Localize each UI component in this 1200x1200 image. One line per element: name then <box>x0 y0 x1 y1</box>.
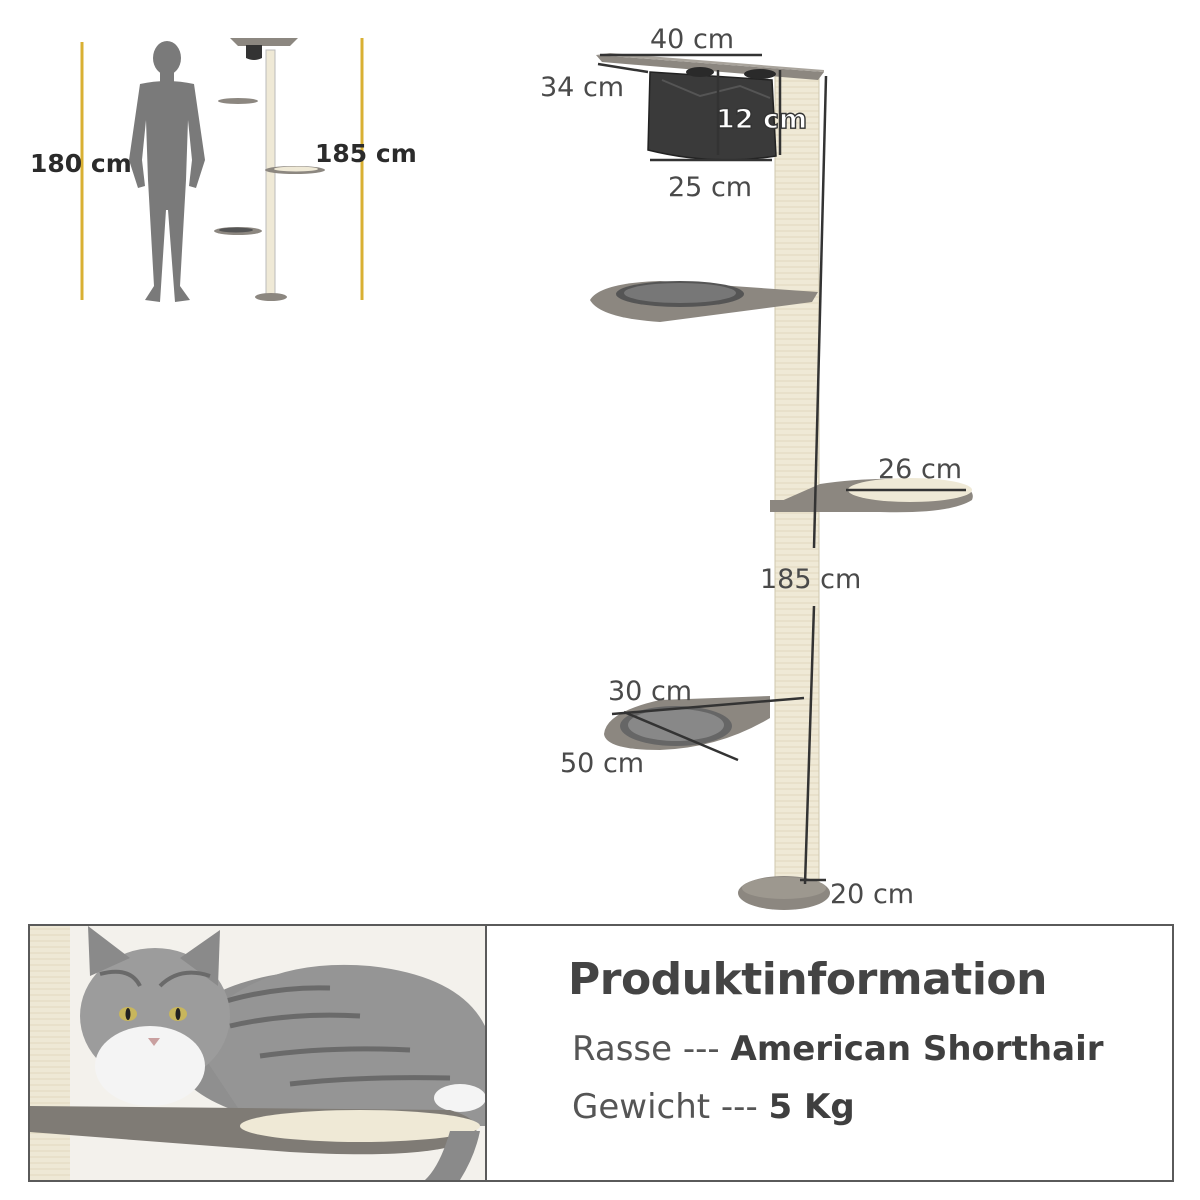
cat-photo <box>30 926 487 1180</box>
lower-left-platform <box>604 696 770 750</box>
cat-tree <box>590 53 973 910</box>
dimension-labels: 40 cm 34 cm 12 cm 25 cm 26 cm 185 cm 30 … <box>540 24 962 910</box>
info-text: Produktinformation Rasse --- American Sh… <box>568 954 1104 1145</box>
info-row-weight: Gewicht --- 5 Kg <box>572 1087 1104 1127</box>
upper-left-platform <box>590 281 818 322</box>
cat-tree-diagram: 180 cm 185 cm <box>30 24 973 910</box>
person-silhouette-icon <box>129 41 205 302</box>
base-diameter-label: 20 cm <box>830 879 914 910</box>
weight-value: 5 Kg <box>768 1087 855 1127</box>
tree-height-label: 185 cm <box>315 139 417 168</box>
bottom-platform-length-label: 50 cm <box>560 748 644 779</box>
platform-width-label: 26 cm <box>878 454 962 485</box>
bottom-platform-depth-label: 30 cm <box>608 676 692 707</box>
top-width-label: 40 cm <box>650 24 734 55</box>
cat-illustration <box>30 926 485 1180</box>
basket-width-label: 25 cm <box>668 172 752 203</box>
info-title: Produktinformation <box>568 954 1047 1005</box>
mini-cat-tree <box>214 38 325 301</box>
dimension-lines <box>597 53 966 885</box>
reference-thumbnail: 180 cm 185 cm <box>30 38 417 302</box>
basket-depth-label: 12 cm <box>716 104 807 135</box>
top-depth-label: 34 cm <box>540 72 624 103</box>
breed-label: Rasse <box>572 1029 673 1069</box>
product-info-box: Produktinformation Rasse --- American Sh… <box>28 924 1174 1182</box>
info-row-breed: Rasse --- American Shorthair <box>572 1029 1104 1069</box>
weight-separator: --- <box>720 1087 758 1127</box>
breed-separator: --- <box>682 1029 720 1069</box>
person-height-label: 180 cm <box>30 149 132 178</box>
sisal-post <box>774 71 820 885</box>
breed-value: American Shorthair <box>730 1029 1104 1069</box>
total-height-label: 185 cm <box>760 564 861 595</box>
weight-label: Gewicht <box>572 1087 711 1127</box>
